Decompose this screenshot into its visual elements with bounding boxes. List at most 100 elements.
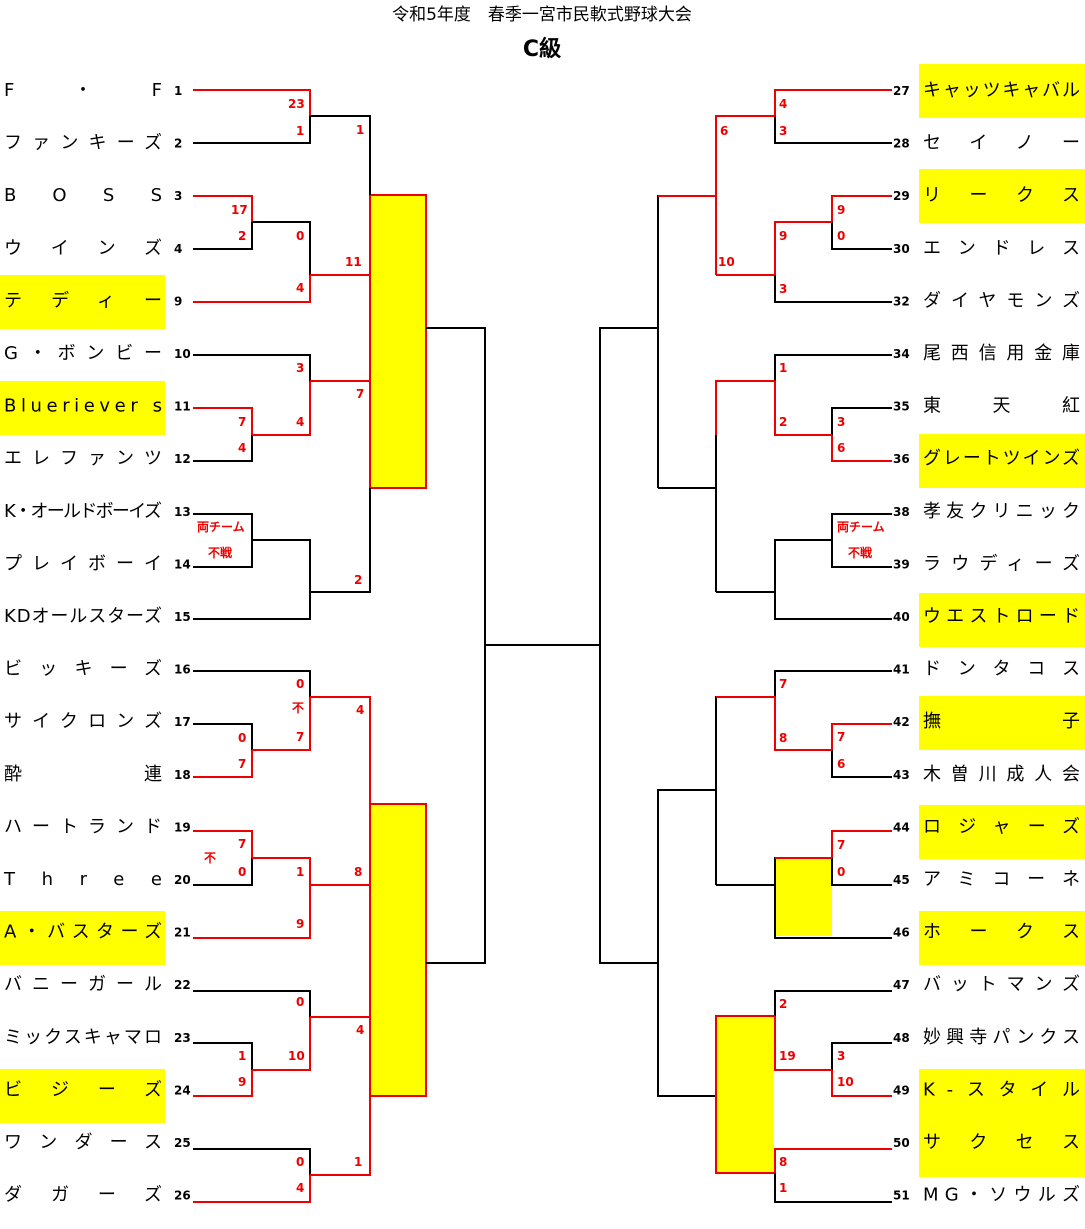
score: 8 xyxy=(779,731,787,745)
team-number: 1 xyxy=(174,84,182,98)
score: 2 xyxy=(779,997,787,1011)
bracket-line xyxy=(193,1070,253,1097)
team-name: エンドレス xyxy=(923,238,1080,259)
bracket-line xyxy=(774,89,892,116)
team-number: 16 xyxy=(174,663,191,677)
team-number: 35 xyxy=(893,400,910,414)
score: 7 xyxy=(837,730,845,744)
score: 6 xyxy=(837,441,845,455)
bracket-line xyxy=(831,830,892,858)
score: 1 xyxy=(779,361,787,375)
team-number: 50 xyxy=(893,1136,910,1150)
score: 3 xyxy=(837,1049,845,1063)
team-name: 東 天 紅 xyxy=(923,396,1080,417)
score: 0 xyxy=(296,995,304,1009)
bracket-line xyxy=(252,381,311,436)
score: 2 xyxy=(779,415,787,429)
score: 8 xyxy=(779,1155,787,1169)
bracket-line xyxy=(715,1015,775,1174)
score: 6 xyxy=(720,124,728,138)
team-number: 21 xyxy=(174,926,191,940)
bracket-line xyxy=(774,1173,892,1203)
team-number: 29 xyxy=(893,189,910,203)
team-name: ロジャーズ xyxy=(923,816,1080,837)
bracket-lines xyxy=(193,89,892,1203)
bracket-line xyxy=(193,990,311,1017)
team-number: 42 xyxy=(893,715,910,729)
scores: 23 1 17 2 0 4 1 11 7 2 3 4 7 4 両チーム 不戦 0… xyxy=(197,97,885,1195)
score: 不 xyxy=(292,701,304,715)
score: 7 xyxy=(779,677,787,691)
team-number: 4 xyxy=(174,242,182,256)
team-name: ビッキーズ xyxy=(4,659,162,680)
score: 10 xyxy=(718,255,735,269)
bracket-line xyxy=(193,407,253,435)
team-highlight xyxy=(0,381,165,435)
bracket-line xyxy=(774,116,892,144)
bracket-line xyxy=(774,354,892,381)
team-number: 19 xyxy=(174,820,191,834)
team-highlight xyxy=(0,275,165,329)
score: 4 xyxy=(296,281,304,295)
bracket-line xyxy=(599,327,658,964)
team-number: 34 xyxy=(893,347,910,361)
score: 1 xyxy=(779,1181,787,1195)
bracket-line xyxy=(774,381,832,436)
team-number: 36 xyxy=(893,452,910,466)
score: 7 xyxy=(238,415,246,429)
bracket-line xyxy=(774,990,892,1016)
bracket-line xyxy=(774,670,892,697)
bracket-line xyxy=(252,857,311,885)
bracket-line xyxy=(831,858,892,886)
score: 4 xyxy=(296,415,304,429)
score: 7 xyxy=(296,730,304,744)
team-number: 39 xyxy=(893,557,910,571)
bracket-line xyxy=(193,89,311,116)
score: 7 xyxy=(356,387,364,401)
bye-label: 不戦 xyxy=(848,545,873,560)
bracket-line xyxy=(193,275,311,303)
team-number: 30 xyxy=(893,242,910,256)
score: 0 xyxy=(837,229,845,243)
team-number: 26 xyxy=(174,1189,191,1203)
team-number: 15 xyxy=(174,610,191,624)
score: 0 xyxy=(296,229,304,243)
team-number: 47 xyxy=(893,978,910,992)
bracket-line xyxy=(831,195,892,222)
score: 9 xyxy=(837,203,845,217)
score: 7 xyxy=(837,838,845,852)
bracket-line xyxy=(831,222,892,250)
bracket-line xyxy=(193,435,253,462)
team-highlight xyxy=(919,805,1085,859)
score: 0 xyxy=(238,731,246,745)
bracket-line xyxy=(310,488,371,593)
tournament-title: 令和5年度 春季一宮市民軟式野球大会 xyxy=(392,5,692,25)
score: 0 xyxy=(296,1155,304,1169)
score: 4 xyxy=(356,703,364,717)
team-highlight xyxy=(919,64,1085,118)
score: 不 xyxy=(204,851,216,865)
score: 0 xyxy=(837,865,845,879)
score: 0 xyxy=(296,677,304,691)
team-name: 孝友クリニック xyxy=(923,501,1080,522)
bracket-line xyxy=(310,115,371,195)
bracket-line xyxy=(193,1148,311,1175)
team-number: 12 xyxy=(174,452,191,466)
bracket-line xyxy=(774,1148,892,1173)
team-number: 27 xyxy=(893,84,910,98)
team-name: ドンタコス xyxy=(923,659,1080,680)
team-highlight xyxy=(919,593,1085,647)
team-name: Three xyxy=(3,869,162,890)
score: 10 xyxy=(288,1049,305,1063)
score: 7 xyxy=(238,837,246,851)
team-name: ウエストロード xyxy=(923,606,1080,627)
score: 19 xyxy=(779,1049,796,1063)
team-number: 25 xyxy=(174,1136,191,1150)
score: 4 xyxy=(779,97,787,111)
team-number: 24 xyxy=(174,1083,191,1097)
team-name: ワンダース xyxy=(4,1132,162,1153)
bracket-line xyxy=(715,115,775,275)
bracket-line xyxy=(193,858,253,886)
bracket-highlight xyxy=(716,1016,774,1173)
score: 1 xyxy=(296,865,304,879)
